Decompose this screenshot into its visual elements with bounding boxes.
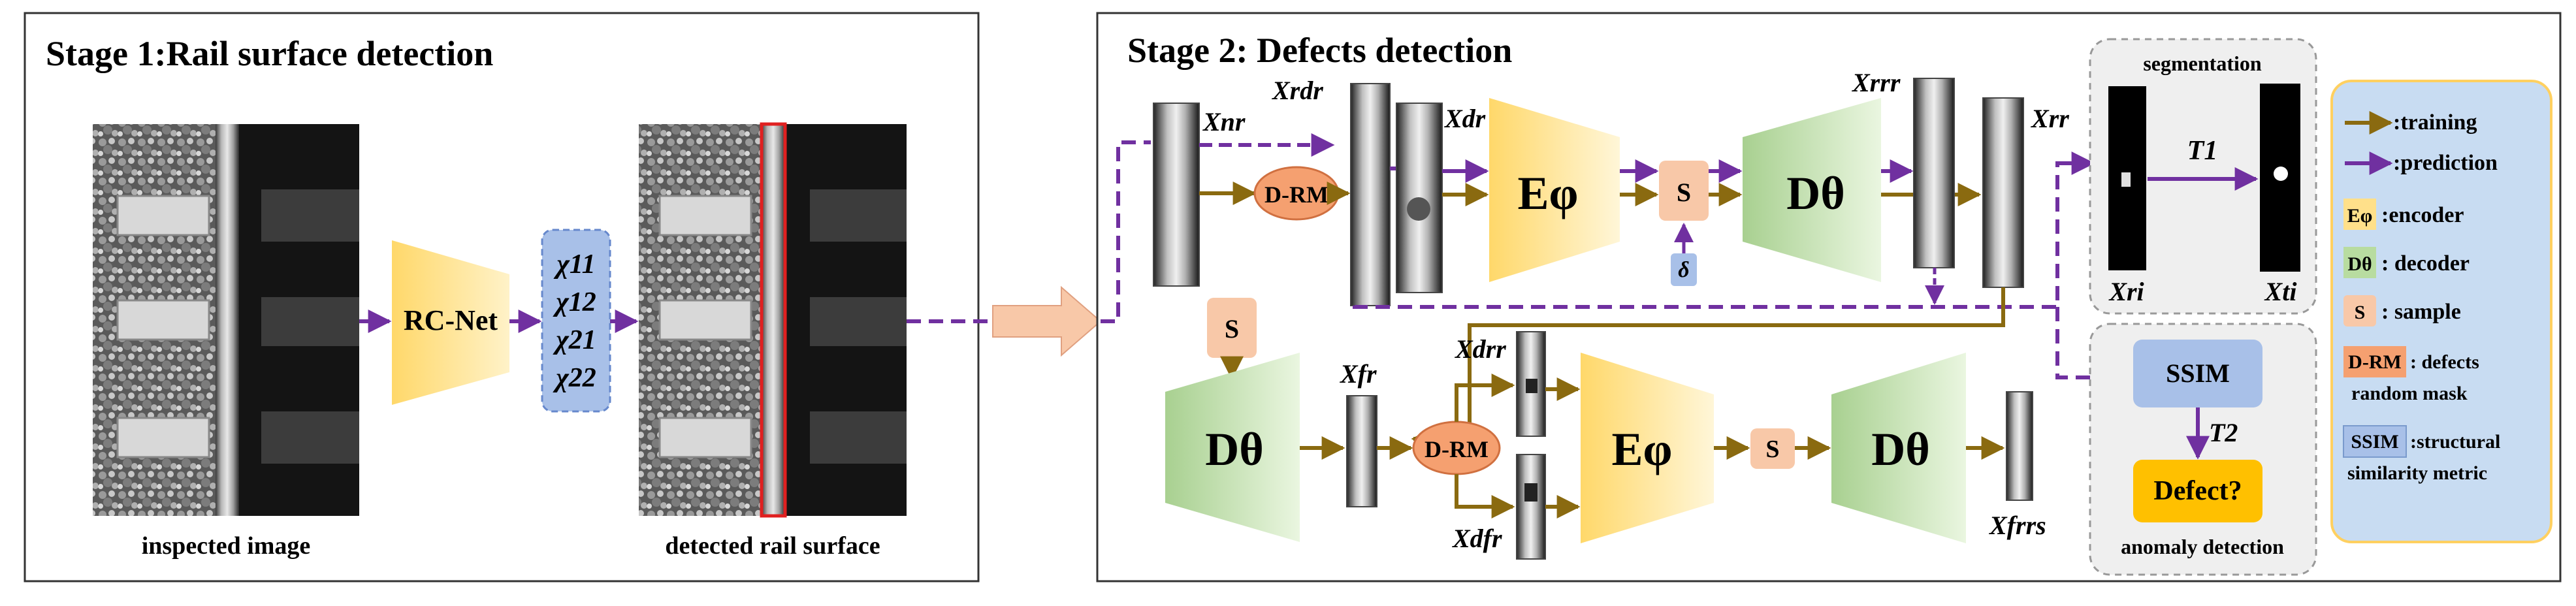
inspected-image-caption: inspected image bbox=[142, 532, 311, 560]
detected-rail-image bbox=[639, 122, 907, 518]
defect-label: Defect? bbox=[2153, 476, 2242, 506]
legend-sample-symbol: S bbox=[2355, 302, 2366, 323]
label-x-frrs: Xfrrs bbox=[1988, 511, 2046, 540]
anomaly-caption: anomaly detection bbox=[2121, 535, 2284, 558]
strip-x-fr bbox=[1346, 395, 1377, 507]
legend-decoder-symbol: Dθ bbox=[2347, 253, 2372, 275]
chi-12: χ12 bbox=[553, 287, 596, 317]
chi-11: χ11 bbox=[553, 249, 595, 279]
rcnet-block bbox=[392, 240, 509, 405]
rcnet-label: RC-Net bbox=[404, 304, 498, 336]
inspected-image bbox=[93, 124, 359, 516]
legend-ssim-symbol: SSIM bbox=[2351, 431, 2398, 453]
legend-encoder-swatch bbox=[2343, 199, 2376, 230]
strip-x-nr bbox=[1153, 103, 1200, 287]
encoder-top-label: Eφ bbox=[1518, 167, 1579, 219]
strip-x-rrr bbox=[1913, 78, 1955, 268]
legend-sample-text: : sample bbox=[2381, 300, 2461, 324]
legend-encoder-text: :encoder bbox=[2381, 203, 2464, 227]
train-drm-to-xdfr bbox=[1455, 474, 1515, 518]
stage2-panel bbox=[1096, 12, 2562, 582]
label-x-rdr: Xrdr bbox=[1271, 76, 1323, 105]
chi-21: χ21 bbox=[553, 325, 596, 355]
t1-label: T1 bbox=[2187, 136, 2218, 166]
stage2-entry-line bbox=[1101, 140, 1151, 323]
legend-drm-swatch bbox=[2343, 346, 2406, 377]
legend-ssim-text-2: similarity metric bbox=[2347, 462, 2487, 484]
stage2-title: Stage 2: Defects detection bbox=[1127, 31, 1512, 70]
label-x-nr: Xnr bbox=[1202, 107, 1246, 136]
label-x-dr: Xdr bbox=[1443, 104, 1486, 133]
ssim-label: SSIM bbox=[2166, 359, 2230, 388]
label-x-ti: Xti bbox=[2264, 277, 2297, 306]
decoder-top bbox=[1743, 98, 1881, 282]
delta-box bbox=[1671, 253, 1697, 286]
legend-sample-swatch bbox=[2343, 295, 2376, 327]
sample-label-top: S bbox=[1677, 178, 1691, 207]
defect-spot-xdr bbox=[1407, 197, 1430, 221]
drm-label-bottom: D-RM bbox=[1425, 436, 1489, 462]
legend-training-text: :training bbox=[2393, 110, 2477, 135]
label-x-drr: Xdrr bbox=[1454, 334, 1506, 364]
defect-box bbox=[2133, 460, 2262, 522]
sample-label-bottom: S bbox=[1765, 436, 1779, 463]
label-x-fr: Xfr bbox=[1339, 359, 1377, 389]
defect-spot-xdrr bbox=[1526, 379, 1538, 393]
legend-ssim-text-1: :structural bbox=[2410, 431, 2500, 453]
defect-spot-xti bbox=[2274, 167, 2288, 181]
label-x-rr: Xrr bbox=[2030, 104, 2069, 133]
legend-encoder-symbol: Eφ bbox=[2347, 205, 2373, 227]
ssim-box bbox=[2133, 340, 2262, 407]
legend-drm-text-1: : defects bbox=[2410, 351, 2479, 373]
strip-x-frrs bbox=[2006, 391, 2033, 501]
label-x-ri: Xri bbox=[2108, 277, 2144, 306]
encoder-top bbox=[1489, 98, 1620, 282]
segmentation-panel bbox=[2089, 38, 2317, 315]
label-x-rrr: Xrrr bbox=[1851, 68, 1901, 97]
encoder-bottom bbox=[1581, 353, 1714, 543]
legend-drm-text-2: random mask bbox=[2351, 383, 2468, 404]
strip-x-rr bbox=[1982, 97, 2024, 288]
stage-transition-arrow bbox=[992, 285, 1102, 357]
legend-prediction-text: :prediction bbox=[2393, 151, 2498, 175]
legend-decoder-swatch bbox=[2343, 247, 2376, 278]
stage1-title: Stage 1:Rail surface detection bbox=[46, 34, 493, 73]
defect-spot-xdfr bbox=[1524, 483, 1538, 502]
label-x-dfr: Xdfr bbox=[1451, 524, 1502, 553]
chi-22: χ22 bbox=[553, 363, 596, 393]
train-drm-to-xdrr bbox=[1455, 374, 1515, 422]
delta-label: δ bbox=[1678, 258, 1689, 282]
strip-x-rdr bbox=[1350, 83, 1391, 306]
decoder-bottom-left-label: Dθ bbox=[1205, 423, 1264, 475]
defect-spot-xri bbox=[2121, 172, 2131, 187]
strip-x-dfr bbox=[1516, 454, 1546, 560]
decoder-bottom-right-label: Dθ bbox=[1871, 423, 1930, 475]
decoder-bottom-left bbox=[1165, 353, 1300, 542]
sample-label-bottom-left: S bbox=[1225, 314, 1239, 343]
decoder-top-label: Dθ bbox=[1786, 167, 1845, 219]
decoder-bottom-right bbox=[1831, 353, 1966, 543]
detected-rail-caption: detected rail surface bbox=[665, 532, 880, 560]
segmentation-title: segmentation bbox=[2143, 52, 2262, 75]
legend-decoder-text: : decoder bbox=[2381, 251, 2470, 276]
sample-box-bottom-left bbox=[1207, 298, 1257, 358]
legend-ssim-swatch bbox=[2343, 425, 2407, 458]
sample-box-top bbox=[1659, 161, 1709, 221]
drm-label-top: D-RM bbox=[1264, 182, 1328, 208]
sample-box-bottom bbox=[1750, 428, 1795, 469]
chi-box bbox=[541, 229, 611, 413]
pred-feedback-line bbox=[1353, 161, 2090, 309]
legend-drm-symbol: D-RM bbox=[2348, 351, 2402, 373]
encoder-bottom-label: Eφ bbox=[1612, 423, 1673, 475]
t2-label: T2 bbox=[2209, 418, 2238, 447]
